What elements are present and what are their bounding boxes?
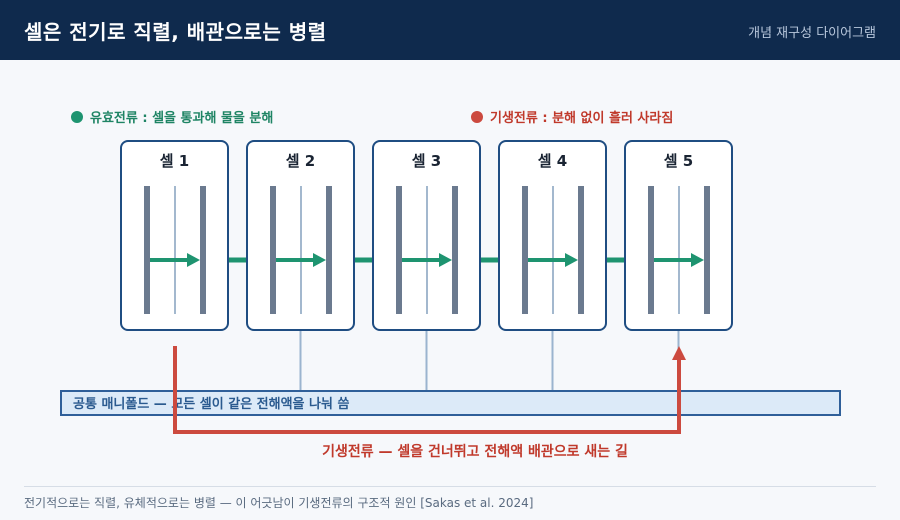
cell-label: 셀 5: [664, 152, 693, 170]
right-electrode: [578, 186, 584, 314]
parasitic-current-legend-dot: [471, 111, 483, 123]
membrane: [678, 186, 680, 314]
right-electrode: [200, 186, 206, 314]
cell-label: 셀 1: [160, 152, 189, 170]
left-electrode: [522, 186, 528, 314]
cell-label: 셀 2: [286, 152, 315, 170]
right-electrode: [704, 186, 710, 314]
cell-stack: 셀 1 셀 2 셀 3 셀 4 셀 5: [120, 140, 733, 331]
useful-current-arrowhead: [187, 253, 200, 267]
useful-current-legend: 유효전류 : 셀을 통과해 물을 분해: [90, 110, 273, 126]
manifold-label: 공통 매니폴드 — 모든 셀이 같은 전해액을 나눠 씀: [73, 396, 349, 412]
manifold-pipes: [299, 330, 680, 391]
left-electrode: [396, 186, 402, 314]
parasitic-current-path: [173, 346, 681, 434]
page-subtitle: 개념 재구성 다이어그램: [748, 26, 876, 41]
useful-current-legend-dot: [71, 111, 83, 123]
parasitic-current-legend: 기생전류 : 분해 없이 흘러 사라짐: [490, 110, 673, 126]
cell-1: 셀 1: [120, 140, 229, 331]
parasitic-path-label: 기생전류 — 셀을 건너뛰고 전해액 배관으로 새는 길: [322, 443, 628, 460]
right-electrode: [452, 186, 458, 314]
header-bar: 셀은 전기로 직렬, 배관으로는 병렬 개념 재구성 다이어그램: [0, 0, 900, 60]
left-electrode: [144, 186, 150, 314]
footer-divider: [24, 486, 876, 487]
page-title: 셀은 전기로 직렬, 배관으로는 병렬: [24, 20, 327, 44]
membrane: [426, 186, 428, 314]
membrane: [552, 186, 554, 314]
useful-current-arrowhead: [439, 253, 452, 267]
left-electrode: [648, 186, 654, 314]
cell-label: 셀 4: [538, 152, 567, 170]
footer-citation: 전기적으로는 직렬, 유체적으로는 병렬 — 이 어긋남이 기생전류의 구조적 …: [24, 496, 534, 510]
useful-current-arrowhead: [691, 253, 704, 267]
cell-label: 셀 3: [412, 152, 441, 170]
cell-4: 셀 4: [498, 140, 607, 331]
parasitic-current-arrowhead: [672, 346, 686, 360]
membrane: [174, 186, 176, 314]
membrane: [300, 186, 302, 314]
diagram-canvas: 유효전류 : 셀을 통과해 물을 분해 기생전류 : 분해 없이 흘러 사라짐 …: [60, 110, 841, 460]
cell-2: 셀 2: [246, 140, 355, 331]
cell-5: 셀 5: [624, 140, 733, 331]
left-electrode: [270, 186, 276, 314]
common-manifold: [60, 390, 841, 416]
right-electrode: [326, 186, 332, 314]
useful-current-arrowhead: [313, 253, 326, 267]
useful-current-arrowhead: [565, 253, 578, 267]
cell-3: 셀 3: [372, 140, 481, 331]
